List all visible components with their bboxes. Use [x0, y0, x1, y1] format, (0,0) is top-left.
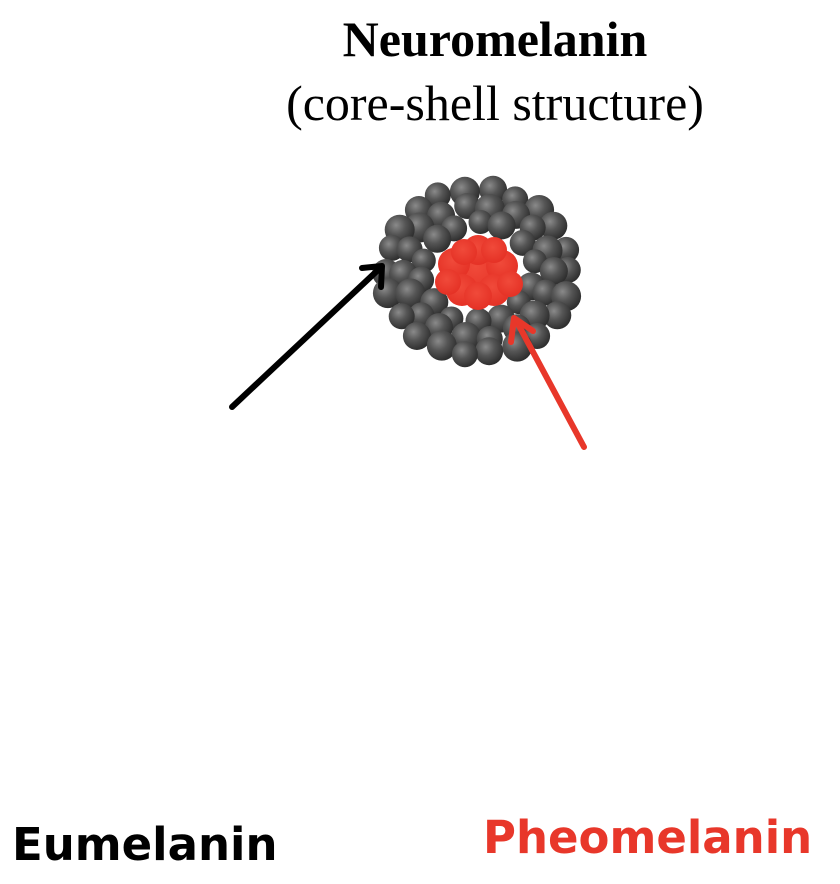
eumelanin-label: Eumelanin — [12, 818, 278, 871]
eumelanin-sphere — [411, 248, 436, 273]
pheomelanin-sphere — [451, 239, 477, 265]
pheomelanin-sphere — [481, 237, 507, 263]
eumelanin-sphere — [423, 224, 452, 253]
eumelanin-sphere — [539, 257, 568, 286]
pheomelanin-sphere — [435, 269, 461, 295]
eumelanin-arrow — [229, 263, 385, 410]
eumelanin-sphere — [539, 211, 568, 240]
nanoparticle — [372, 175, 582, 368]
eumelanin-shell — [372, 175, 582, 368]
eumelanin-sphere — [468, 210, 493, 234]
pheomelanin-sphere — [464, 282, 492, 310]
pheomelanin-arrow — [508, 315, 587, 450]
diagram-subtitle: (core-shell structure) — [286, 75, 704, 131]
eumelanin-sphere — [402, 322, 431, 350]
eumelanin-sphere — [543, 301, 572, 330]
eumelanin-sphere — [475, 337, 504, 366]
pheomelanin-core — [435, 235, 523, 310]
diagram-title: Neuromelanin — [342, 11, 648, 67]
pheomelanin-label: Pheomelanin — [483, 811, 813, 864]
eumelanin-sphere — [487, 211, 516, 240]
eumelanin-sphere — [509, 229, 536, 256]
eumelanin-sphere — [395, 278, 426, 309]
eumelanin-sphere — [388, 303, 415, 330]
eumelanin-sphere — [451, 341, 478, 368]
pheomelanin-sphere — [497, 271, 523, 297]
eumelanin-sphere — [424, 182, 451, 209]
eumelanin-sphere — [426, 330, 457, 361]
